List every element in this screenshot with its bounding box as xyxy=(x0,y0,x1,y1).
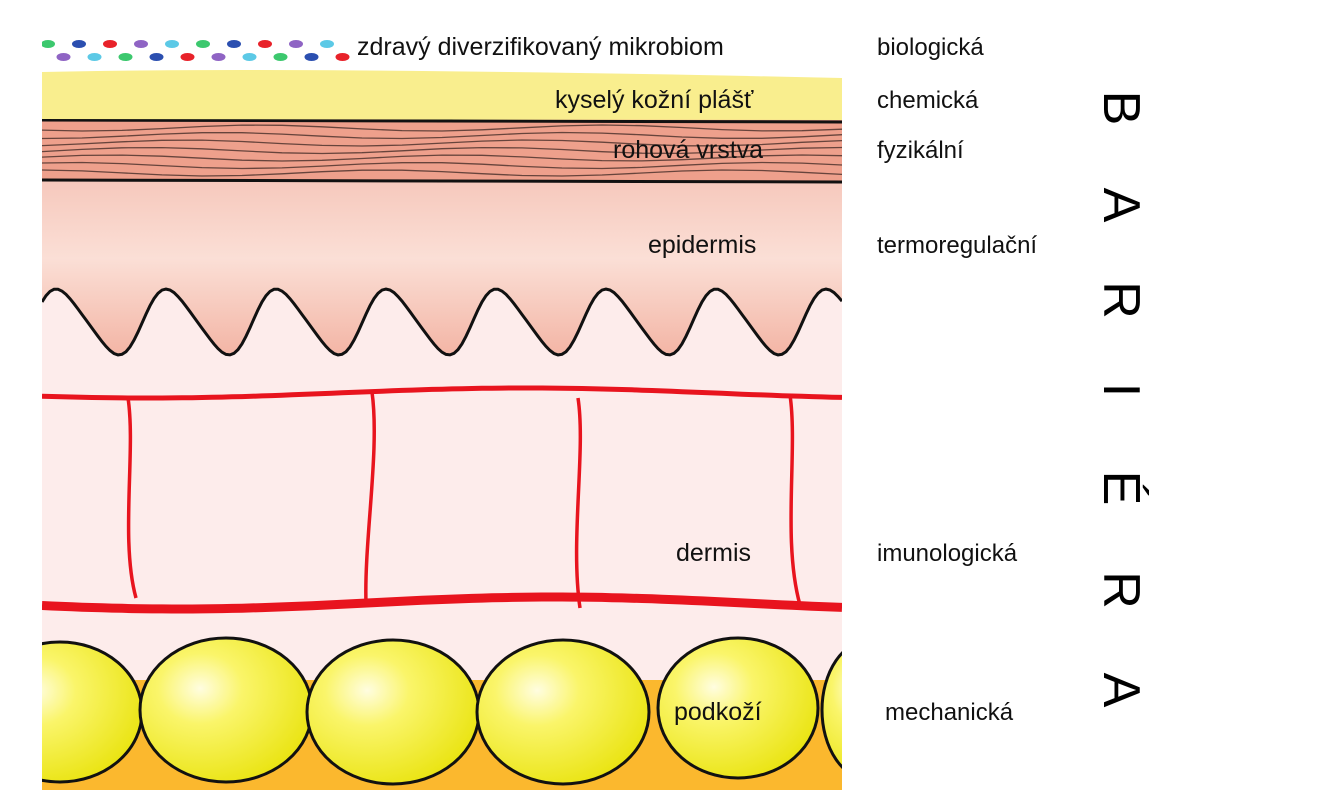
label-hypodermis: podkoží xyxy=(674,698,762,726)
microbiome-dots xyxy=(42,40,350,61)
barrier-chemical: chemická xyxy=(877,87,979,114)
fat-cell xyxy=(42,640,144,784)
microbe-dot xyxy=(196,40,210,48)
corneum-fiber xyxy=(42,146,842,155)
vessel-lower xyxy=(42,592,842,614)
microbe-dot xyxy=(134,40,148,48)
vessel-capillary xyxy=(364,391,377,604)
fat-cell xyxy=(305,638,481,786)
barrier-physical: fyzikální xyxy=(877,137,964,164)
microbe-dot xyxy=(180,53,195,61)
vessel-capillary xyxy=(126,397,138,599)
microbe-dot xyxy=(304,53,319,61)
barrier-thermoregulation: termoregulační xyxy=(877,232,1037,259)
vertical-letter-6: R xyxy=(1092,571,1150,609)
acid-mantle-layer xyxy=(42,70,842,120)
corneum-bottom-line xyxy=(42,178,842,184)
label-dermis: dermis xyxy=(676,539,751,567)
barrier-immunological: imunologická xyxy=(877,540,1018,567)
corneum-fiber xyxy=(42,131,842,140)
fat-cells xyxy=(42,636,842,786)
vertical-letter-7: A xyxy=(1092,673,1150,708)
microbe-dot xyxy=(56,53,71,61)
microbe-dot xyxy=(211,53,226,61)
corneum-fiber xyxy=(42,139,842,147)
fat-cell xyxy=(475,638,651,786)
fat-cell xyxy=(138,636,314,784)
vertical-title: B A R I É R A xyxy=(1092,91,1150,708)
microbe-dot xyxy=(149,53,164,61)
microbe-dot xyxy=(72,40,86,48)
microbe-dot xyxy=(273,53,288,61)
microbe-dot xyxy=(320,40,334,48)
vertical-letter-3: R xyxy=(1092,281,1150,319)
label-acid-mantle: kyselý kožní plášť xyxy=(555,86,754,114)
label-epidermis: epidermis xyxy=(648,231,756,259)
microbe-dot xyxy=(87,53,102,61)
microbe-dot xyxy=(289,40,303,48)
barrier-biological: biologická xyxy=(877,34,984,61)
microbe-dot xyxy=(242,53,257,61)
blood-vessels xyxy=(42,385,842,614)
microbe-dot xyxy=(165,40,179,48)
dermal-papillae-line xyxy=(42,287,842,357)
microbe-dot xyxy=(258,40,272,48)
stratum-corneum-fibers xyxy=(42,124,842,177)
label-stratum-corneum: rohová vrstva xyxy=(613,136,763,164)
barrier-mechanical: mechanická xyxy=(885,699,1014,726)
vessel-upper xyxy=(42,385,842,401)
vertical-letter-2: A xyxy=(1092,188,1150,223)
vessel-capillary xyxy=(574,397,583,609)
microbe-dot xyxy=(227,40,241,48)
label-microbiome: zdravý diverzifikovaný mikrobiom xyxy=(357,33,724,61)
fat-cell xyxy=(656,636,820,780)
microbe-dot xyxy=(42,40,55,48)
corneum-fiber xyxy=(42,169,842,177)
corneum-fiber xyxy=(42,124,842,132)
microbe-dot xyxy=(335,53,350,61)
vertical-letter-1: B xyxy=(1092,91,1150,126)
fat-cell xyxy=(820,651,842,769)
microbe-dot xyxy=(103,40,117,48)
corneum-top-line xyxy=(42,118,842,124)
vessel-capillary xyxy=(788,394,802,606)
vertical-letter-4: I xyxy=(1092,383,1150,397)
corneum-fiber xyxy=(42,154,842,162)
vertical-letter-5: É xyxy=(1092,471,1150,506)
epidermis-layer xyxy=(42,180,842,355)
microbe-dot xyxy=(118,53,133,61)
corneum-fiber xyxy=(42,161,842,170)
